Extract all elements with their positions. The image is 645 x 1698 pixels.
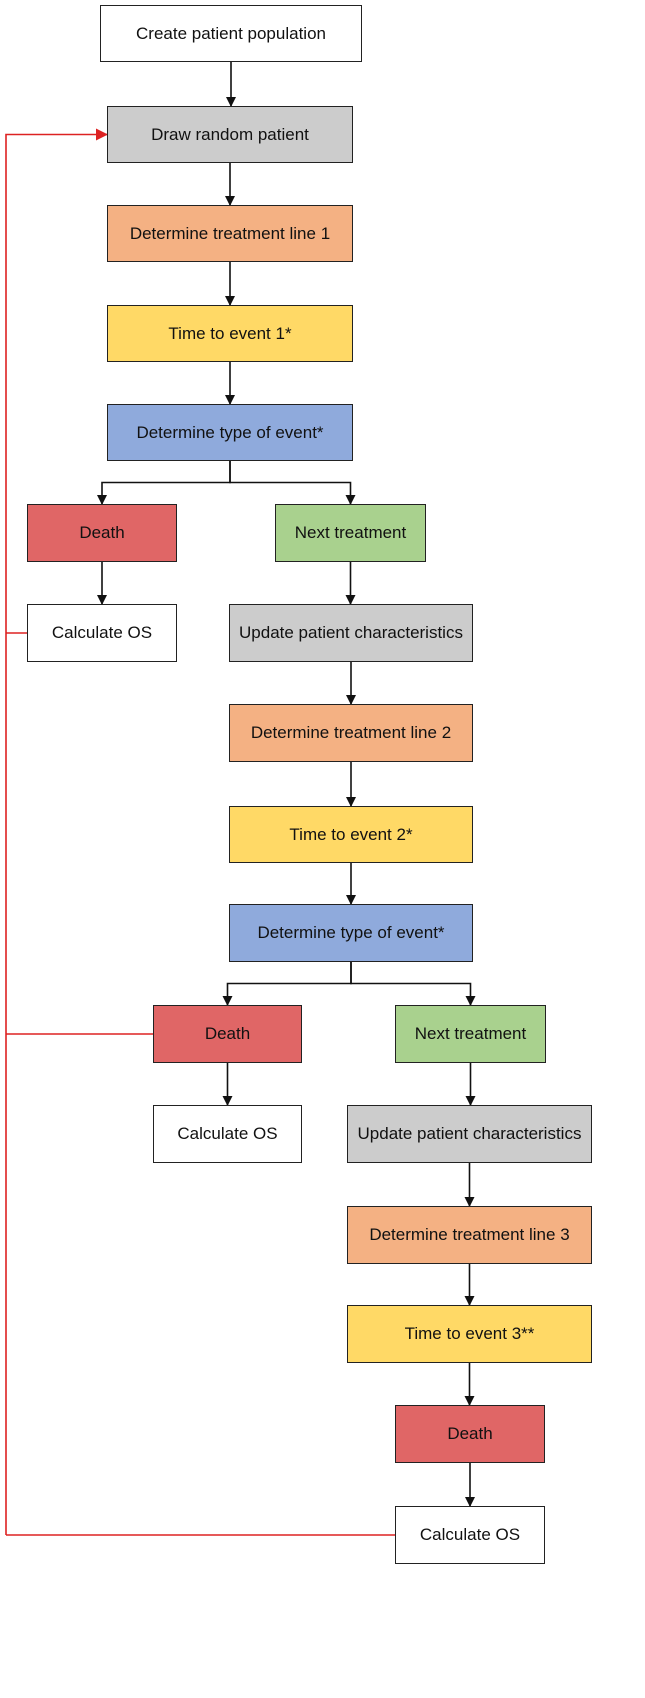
time-to-event-3-node: Time to event 3** <box>347 1305 592 1363</box>
update-characteristics-2-node: Update patient characteristics <box>347 1105 592 1163</box>
treatment-line-1-node: Determine treatment line 1 <box>107 205 353 262</box>
node-label: Draw random patient <box>151 124 309 144</box>
node-label: Calculate OS <box>419 1525 521 1544</box>
node-label: Calculate OS <box>177 1124 278 1143</box>
calculate-os-1-node: Calculate OS <box>27 604 177 662</box>
event-type-1-node: Determine type of event* <box>107 404 353 461</box>
death-1-node: Death <box>27 504 177 562</box>
flow-arrow <box>229 461 356 505</box>
node-label: Determine type of event* <box>257 923 445 942</box>
create-population-node: Create patient population <box>100 5 362 62</box>
loop-connectors <box>5 128 395 1536</box>
flow-arrow <box>350 962 476 1006</box>
node-label: Time to event 2* <box>289 824 413 844</box>
node-label: Next treatment <box>294 523 407 542</box>
node-label: Death <box>79 523 125 542</box>
node-label: Update patient characteristics <box>239 623 463 642</box>
node-label: Calculate OS <box>51 623 153 642</box>
node-label: Determine treatment line 3 <box>369 1225 570 1244</box>
calculate-os-2-node: Calculate OS <box>153 1105 302 1163</box>
flow-arrow <box>222 962 352 1006</box>
node-label: Death <box>204 1024 251 1043</box>
treatment-line-2-node: Determine treatment line 2 <box>229 704 473 762</box>
node-label: Create patient population <box>136 23 326 43</box>
node-label: Determine treatment line 1 <box>129 223 331 243</box>
flow-connectors <box>97 62 476 1507</box>
treatment-line-3-node: Determine treatment line 3 <box>347 1206 592 1264</box>
node-label: Next treatment <box>414 1024 527 1043</box>
node-label: Determine type of event* <box>136 422 324 442</box>
flow-arrow <box>97 461 231 505</box>
death-2-node: Death <box>153 1005 302 1063</box>
next-treatment-1-node: Next treatment <box>275 504 426 562</box>
node-label: Time to event 3** <box>404 1324 535 1343</box>
calculate-os-3-node: Calculate OS <box>395 1506 545 1564</box>
node-label: Death <box>447 1424 493 1443</box>
node-label: Determine treatment line 2 <box>250 723 452 742</box>
event-type-2-node: Determine type of event* <box>229 904 473 962</box>
time-to-event-2-node: Time to event 2* <box>229 806 473 863</box>
node-label: Time to event 1* <box>168 323 292 343</box>
next-treatment-2-node: Next treatment <box>395 1005 546 1063</box>
time-to-event-1-node: Time to event 1* <box>107 305 353 362</box>
node-label: Update patient characteristics <box>357 1124 582 1143</box>
death-3-node: Death <box>395 1405 545 1463</box>
update-characteristics-1-node: Update patient characteristics <box>229 604 473 662</box>
loop-return-arrow <box>5 128 108 1535</box>
draw-patient-node: Draw random patient <box>107 106 353 163</box>
